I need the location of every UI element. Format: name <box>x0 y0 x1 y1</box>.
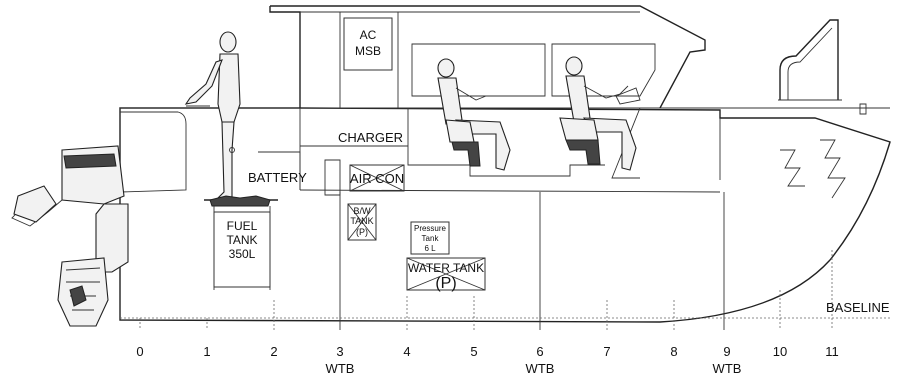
fuel-tank-box <box>213 211 271 288</box>
cabin-structure <box>258 5 721 196</box>
msb-label: MSB <box>355 44 381 58</box>
frame-number: 1 <box>203 344 210 359</box>
air-con-label: AIR CON <box>350 171 404 186</box>
bw-tank-label-2: TANK <box>350 216 373 226</box>
frame-number: 2 <box>270 344 277 359</box>
fuel-tank-label-3: 350L <box>229 247 256 261</box>
wtb-label: WTB <box>326 361 355 376</box>
seated-crew-figure-1 <box>437 58 511 171</box>
frame-number: 6 <box>536 344 543 359</box>
bw-tank <box>347 203 377 241</box>
fuel-tank-label-2: TANK <box>226 233 257 247</box>
water-tank <box>406 257 486 291</box>
pressure-tank-label-2: Tank <box>422 234 440 243</box>
baseline-label: BASELINE <box>826 300 890 315</box>
ac-msb-box <box>343 17 393 71</box>
fuel-tank-label-1: FUEL <box>227 219 258 233</box>
bw-tank-label-1: B/W <box>354 206 372 216</box>
bw-tank-label-3: (P) <box>356 227 368 237</box>
water-tank-label-1: WATER TANK <box>408 261 484 275</box>
wtb-label: WTB <box>713 361 742 376</box>
outboard-engine <box>11 145 129 327</box>
wtb-label: WTB <box>526 361 555 376</box>
frame-number: 10 <box>773 344 787 359</box>
frame-numbers: 0 1 2 3 4 5 6 7 8 9 10 11 <box>136 344 838 359</box>
hull-outline <box>119 103 891 323</box>
frame-number: 8 <box>670 344 677 359</box>
frame-number: 0 <box>136 344 143 359</box>
standing-crew-figure <box>184 31 241 199</box>
pressure-tank-label-1: Pressure <box>414 224 447 233</box>
frame-stations <box>139 192 833 330</box>
frame-number: 7 <box>603 344 610 359</box>
water-tank-label-2: (P) <box>435 275 456 292</box>
frame-number: 5 <box>470 344 477 359</box>
pressure-tank-box <box>410 221 450 255</box>
pressure-tank-label-3: 6 L <box>424 244 436 253</box>
charger-label: CHARGER <box>338 130 403 145</box>
frame-number: 4 <box>403 344 410 359</box>
air-con-unit <box>349 164 405 192</box>
frame-number: 11 <box>825 344 839 359</box>
seated-crew-figure-2 <box>559 56 641 171</box>
frame-number: 3 <box>336 344 343 359</box>
battery-label: BATTERY <box>248 170 307 185</box>
bow-rail <box>778 19 842 101</box>
frame-number: 9 <box>723 344 730 359</box>
ac-label: AC <box>360 28 377 42</box>
